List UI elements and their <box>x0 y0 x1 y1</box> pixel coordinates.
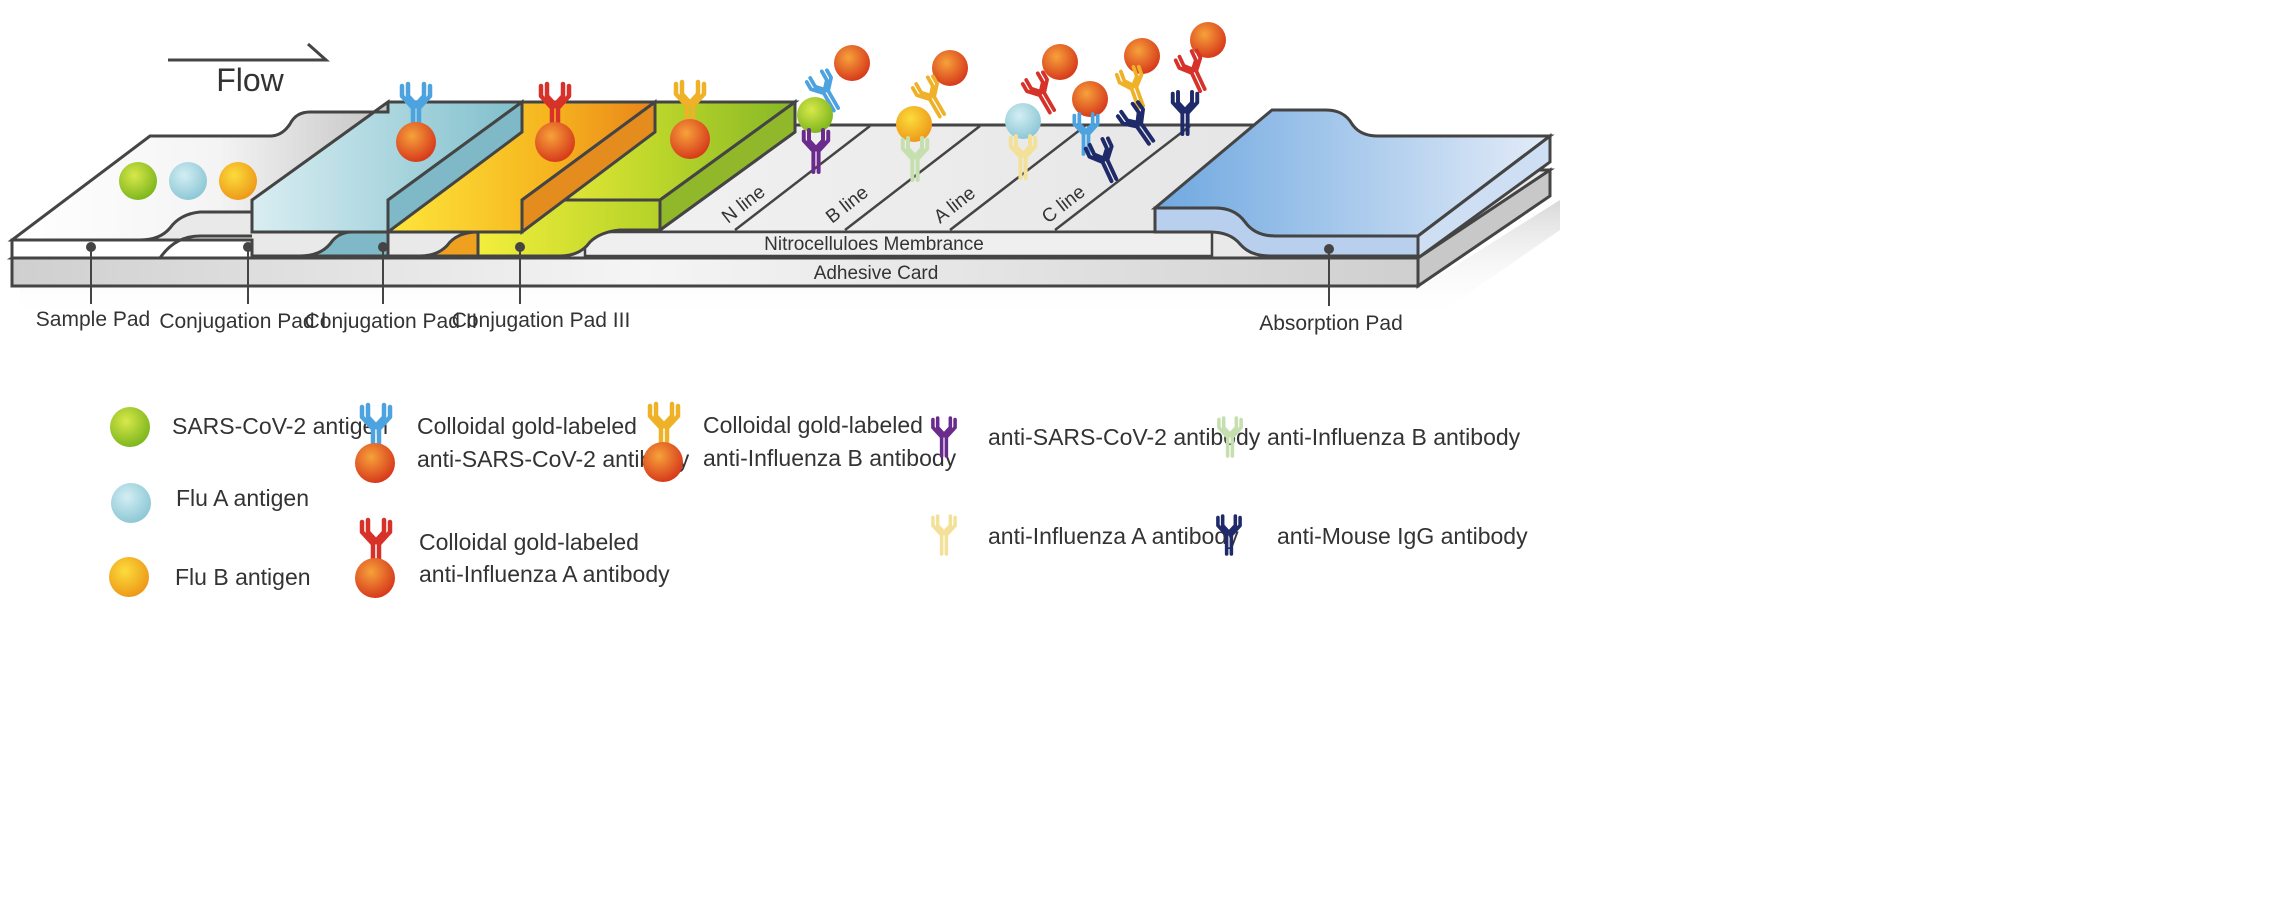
legend-flub-antigen-label: Flu B antigen <box>175 564 311 590</box>
conj1-dot <box>243 242 253 252</box>
n-line-sars-antigen <box>797 97 833 133</box>
conjugation-pad-3-right <box>658 99 797 233</box>
c-line-gold-2 <box>1124 38 1160 74</box>
legend-gold-sars-particle <box>355 443 395 483</box>
legend-anti-mouse-label: anti-Mouse IgG antibody <box>1277 523 1528 549</box>
membrane-label: Nitrocelluloes Membrance <box>764 234 984 255</box>
test-line-4 <box>1054 125 1191 231</box>
conj3-gold <box>670 119 710 159</box>
legend-flub-antigen-icon <box>109 557 149 597</box>
legend: SARS-CoV-2 antigen Flu A antigen Flu B a… <box>109 404 1528 598</box>
sample-pad-front <box>10 238 254 260</box>
test-strip: Adhesive Card Nitrocelluloes Membrance N… <box>6 22 1560 320</box>
legend-gold-flub-line1: Colloidal gold-labeled <box>703 412 923 438</box>
a-line-gold <box>1042 44 1078 80</box>
conj1-label: Conjugation Pad Ⅰ <box>159 310 326 333</box>
sample-flub-antigen <box>219 162 257 200</box>
conj2-dot <box>378 242 388 252</box>
sample-sars-antigen <box>119 162 157 200</box>
flow-arrow-icon <box>168 42 330 62</box>
conj3-dot <box>515 242 525 252</box>
sample-pad-label: Sample Pad <box>36 308 150 331</box>
pad-labels <box>90 247 1330 306</box>
c-line-gold-1 <box>1072 81 1108 117</box>
legend-flua-antigen-label: Flu A antigen <box>176 485 309 511</box>
flow-label: Flow <box>216 62 284 98</box>
legend-anti-flua-label: anti-Influenza A antibody <box>988 523 1239 549</box>
legend-gold-sars-line1: Colloidal gold-labeled <box>417 413 637 439</box>
conjugation-pad-1-right <box>386 99 524 235</box>
sample-flua-antigen <box>169 162 207 200</box>
absorption-dot <box>1324 244 1334 254</box>
strip-shadow <box>20 200 1560 320</box>
legend-anti-sars-label: anti-SARS-CoV-2 antibody <box>988 424 1261 450</box>
a-line-flua-antigen <box>1005 103 1041 139</box>
conj2-label: Conjugation Pad II <box>305 310 478 333</box>
conj1-gold <box>396 122 436 162</box>
legend-gold-flua-line1: Colloidal gold-labeled <box>419 529 639 555</box>
legend-gold-flub-line2: anti-Influenza B antibody <box>703 445 957 471</box>
legend-flua-antigen-icon <box>111 483 151 523</box>
sample-pad-curve <box>158 234 252 259</box>
b-line-gold <box>932 50 968 86</box>
card-label: Adhesive Card <box>814 263 939 284</box>
membrane-front <box>583 230 1214 258</box>
conj2-gold <box>535 122 575 162</box>
conjugation-pad-2-right <box>520 99 657 236</box>
c-line-gold-3 <box>1190 22 1226 58</box>
legend-gold-flua-particle <box>355 558 395 598</box>
legend-anti-flua-antibody-icon <box>933 516 955 554</box>
absorption-label: Absorption Pad <box>1259 312 1403 335</box>
legend-sars-antigen-icon <box>110 407 150 447</box>
legend-sars-antigen-label: SARS-CoV-2 antigen <box>172 413 388 439</box>
sample-pad-dot <box>86 242 96 252</box>
conj3-label: Conjugation Pad III <box>452 309 631 332</box>
card-front <box>10 256 1420 288</box>
flow-arrow: Flow <box>168 42 330 98</box>
b-line-flub-antigen <box>896 106 932 142</box>
legend-gold-flub-particle <box>643 442 683 482</box>
test-line-3 <box>949 125 1086 231</box>
test-line-1 <box>734 125 871 231</box>
legend-anti-flub-label: anti-Influenza B antibody <box>1267 424 1521 450</box>
legend-gold-flua-line2: anti-Influenza A antibody <box>419 561 670 587</box>
n-line-gold <box>834 45 870 81</box>
absorption-pad-front <box>1153 206 1420 258</box>
